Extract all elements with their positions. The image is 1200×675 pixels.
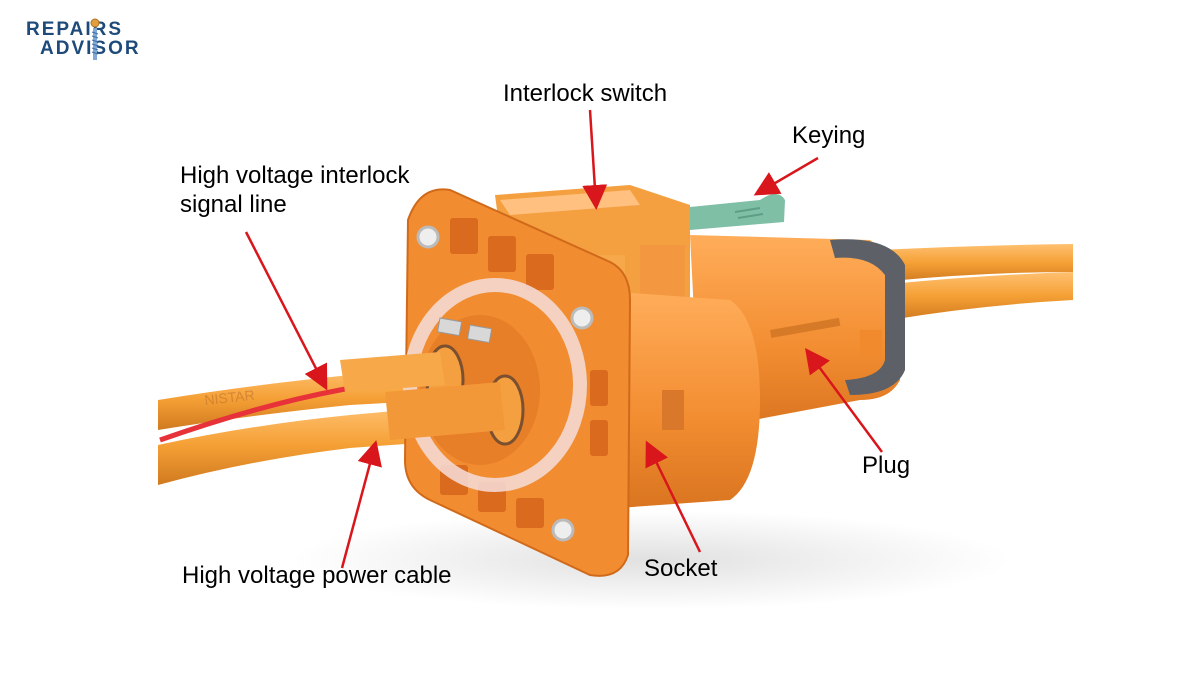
cable-print: NISTAR	[204, 387, 256, 408]
arrow-signal-line	[244, 231, 328, 391]
mounting-screws	[416, 225, 594, 542]
repairs-advisor-logo: REPAIRS ADVISOR	[26, 18, 141, 60]
socket-window	[662, 390, 684, 430]
connector-photo: NISTAR	[158, 185, 1073, 610]
ground-shadow	[290, 510, 1010, 610]
arrow-interlock-switch	[582, 109, 608, 210]
arrow-socket	[645, 440, 702, 553]
gray-clip	[830, 239, 905, 395]
label-socket: Socket	[644, 555, 718, 582]
right-cables	[880, 244, 1073, 320]
label-interlock-switch: Interlock switch	[503, 80, 668, 107]
label-plug: Plug	[862, 452, 911, 479]
socket-body	[590, 290, 760, 510]
arrow-keying	[753, 156, 819, 196]
logo-line-2: ADVISOR	[40, 38, 141, 59]
label-hv-interlock-signal-line-2: signal line	[180, 190, 287, 218]
label-hv-interlock-signal-line-1: High voltage interlock	[180, 162, 410, 189]
arrow-plug	[805, 347, 884, 453]
flange-plate	[340, 188, 632, 577]
screw-icon	[90, 18, 100, 60]
arrow-power-cable	[340, 440, 382, 569]
label-keying: Keying	[792, 122, 866, 149]
clip-window	[860, 330, 882, 356]
label-hv-interlock-signal-line: High voltage interlock signal line	[180, 162, 409, 220]
label-hv-power-cable: High voltage power cable	[182, 562, 452, 589]
keying-tab	[680, 194, 785, 230]
